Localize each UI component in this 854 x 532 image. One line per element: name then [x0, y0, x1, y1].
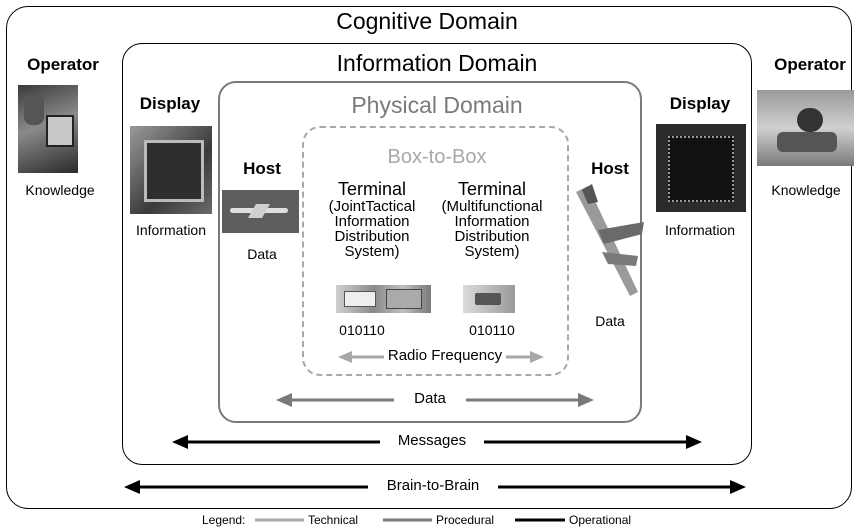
- cognitive-domain-title: Cognitive Domain: [336, 8, 518, 34]
- left-host-caption: Data: [247, 246, 277, 262]
- terminal-mids-bits: 010110: [469, 322, 515, 338]
- right-operator-image: [757, 90, 854, 166]
- data-arrow-label: Data: [414, 390, 446, 407]
- terminal-desc-line: Distribution: [334, 228, 410, 245]
- terminal-title: Terminal: [457, 179, 527, 199]
- left-display-image: [130, 126, 212, 214]
- terminal-mids-image: [463, 285, 515, 313]
- left-display-title: Display: [139, 94, 201, 113]
- terminal-desc-line: System): [464, 243, 520, 260]
- terminal-desc-line: Information: [334, 213, 410, 230]
- terminal-desc-line: Distribution: [454, 228, 530, 245]
- legend-item-operational: Operational: [569, 513, 632, 527]
- right-operator-caption: Knowledge: [771, 182, 841, 198]
- right-operator-title: Operator: [774, 55, 846, 74]
- right-host-image: [576, 184, 644, 296]
- physical-domain-title: Physical Domain: [351, 92, 523, 118]
- information-domain-title: Information Domain: [336, 50, 538, 76]
- terminal-desc-line: System): [344, 243, 400, 260]
- left-host-image: [222, 190, 299, 233]
- terminal-desc-line: Information: [454, 213, 530, 230]
- terminal-jtids-image: [336, 285, 431, 313]
- terminal-desc-line: (JointTactical: [328, 198, 416, 215]
- right-display-title: Display: [669, 94, 731, 113]
- radio-frequency-arrow: [338, 351, 544, 363]
- terminal-jtids: Terminal (JointTactical Information Dist…: [312, 179, 432, 260]
- box-to-box-box: [302, 126, 569, 376]
- right-host-caption: Data: [595, 313, 625, 329]
- messages-label: Messages: [397, 432, 467, 449]
- physical-domain-box: [218, 81, 642, 423]
- cognitive-domain-box: [6, 6, 852, 509]
- legend-item-procedural: Procedural: [436, 513, 495, 527]
- right-display-caption: Information: [664, 222, 736, 238]
- legend-item-technical: Technical: [308, 513, 359, 527]
- information-domain-box: [122, 43, 752, 465]
- terminal-jtids-bits: 010110: [339, 322, 385, 338]
- terminal-mids: Terminal (Multifunctional Information Di…: [432, 179, 552, 260]
- left-host-title: Host: [243, 159, 281, 178]
- left-operator-caption: Knowledge: [25, 182, 95, 198]
- legend-label: Legend:: [202, 513, 246, 527]
- radio-frequency-label: Radio Frequency: [387, 347, 503, 364]
- right-display-image: [656, 124, 746, 212]
- terminal-desc-line: (Multifunctional: [441, 198, 543, 215]
- left-display-caption: Information: [135, 222, 207, 238]
- data-arrow: [276, 393, 594, 407]
- brain-to-brain-arrow: [124, 480, 746, 494]
- messages-arrow: [172, 435, 702, 449]
- right-host-title: Host: [591, 159, 629, 178]
- terminal-title: Terminal: [337, 179, 407, 199]
- box-to-box-title: Box-to-Box: [387, 146, 487, 168]
- brain-to-brain-label: Brain-to-Brain: [386, 477, 480, 494]
- left-operator-image: [18, 85, 78, 173]
- left-operator-title: Operator: [27, 55, 99, 74]
